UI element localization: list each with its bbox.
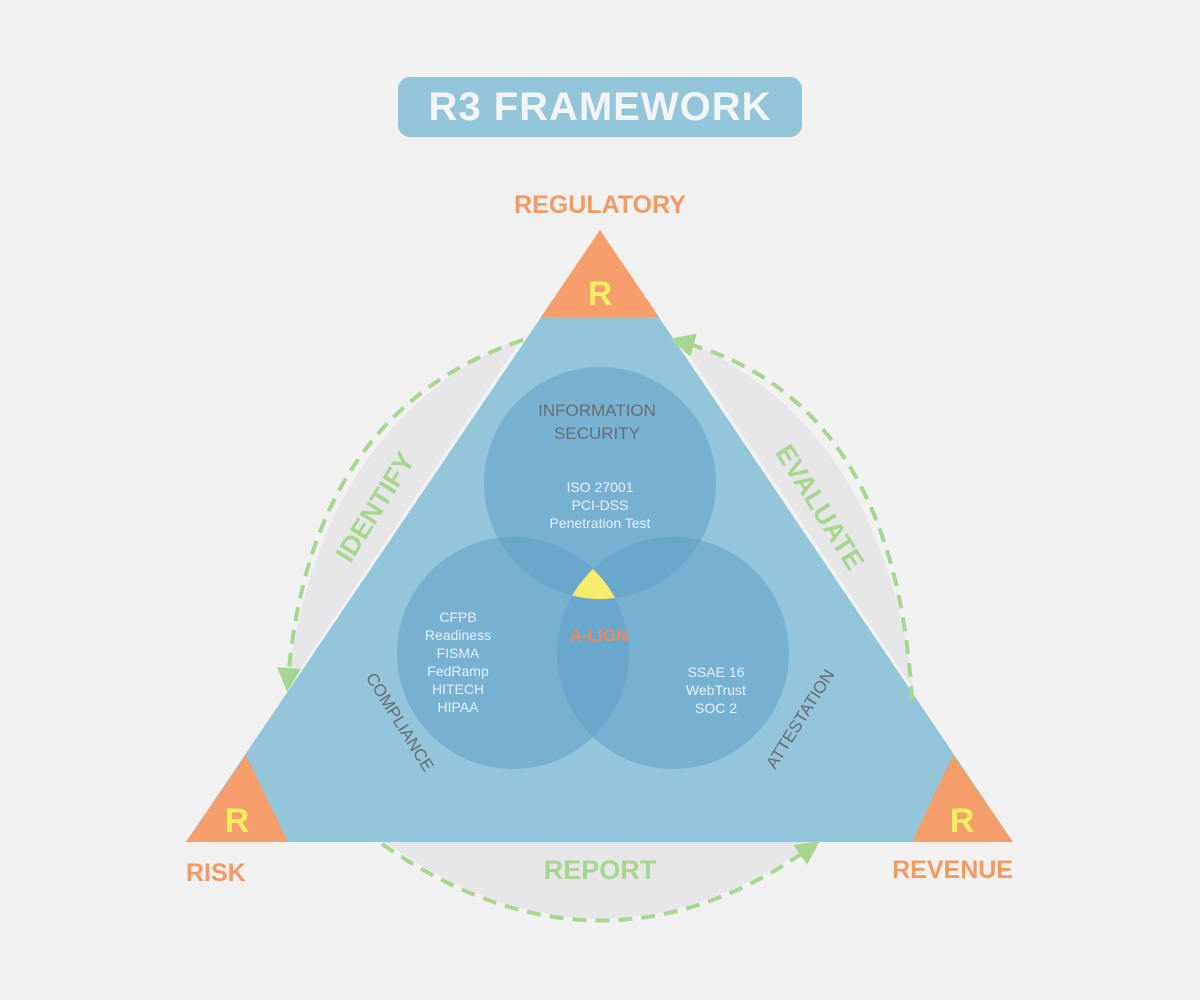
compliance-item: Readiness bbox=[425, 627, 491, 643]
information-security-label-line-1: INFORMATION bbox=[538, 401, 656, 420]
risk-label: RISK bbox=[186, 859, 246, 887]
evaluate-backdrop bbox=[677, 337, 913, 688]
information-security-label-line-2: SECURITY bbox=[554, 424, 640, 443]
regulatory-r-letter: R bbox=[588, 275, 613, 313]
compliance-item: CFPB bbox=[439, 609, 476, 625]
report-arrow bbox=[380, 841, 820, 923]
compliance-item: HIPAA bbox=[438, 699, 480, 715]
report-backdrop bbox=[385, 842, 815, 919]
report-label: REPORT bbox=[544, 855, 657, 885]
venn-circle-attestation bbox=[557, 537, 789, 769]
identify-backdrop bbox=[287, 337, 523, 688]
compliance-item: HITECH bbox=[432, 681, 484, 697]
info-sec-item: ISO 27001 bbox=[567, 479, 634, 495]
revenue-r-letter: R bbox=[950, 802, 975, 840]
info-sec-item: Penetration Test bbox=[550, 515, 651, 531]
corner-left-risk bbox=[186, 755, 288, 842]
revenue-label: REVENUE bbox=[892, 856, 1013, 884]
center-label: A-LIGN bbox=[570, 626, 629, 645]
venn-circle-compliance bbox=[397, 537, 629, 769]
corner-top-regulatory bbox=[541, 230, 659, 317]
attestation-item: SSAE 16 bbox=[688, 664, 745, 680]
attestation-item: WebTrust bbox=[686, 682, 746, 698]
compliance-item: FedRamp bbox=[427, 663, 489, 679]
identify-arrow bbox=[277, 338, 524, 692]
compliance-item: FISMA bbox=[437, 645, 480, 661]
corner-right-revenue bbox=[912, 755, 1013, 842]
attestation-item: SOC 2 bbox=[695, 700, 737, 716]
info-sec-item: PCI-DSS bbox=[572, 497, 629, 513]
evaluate-arrow bbox=[670, 333, 914, 701]
title-text: R3 FRAMEWORK bbox=[428, 84, 772, 129]
regulatory-label: REGULATORY bbox=[514, 191, 686, 219]
risk-r-letter: R bbox=[225, 802, 250, 840]
title-banner: R3 FRAMEWORK bbox=[398, 77, 802, 137]
